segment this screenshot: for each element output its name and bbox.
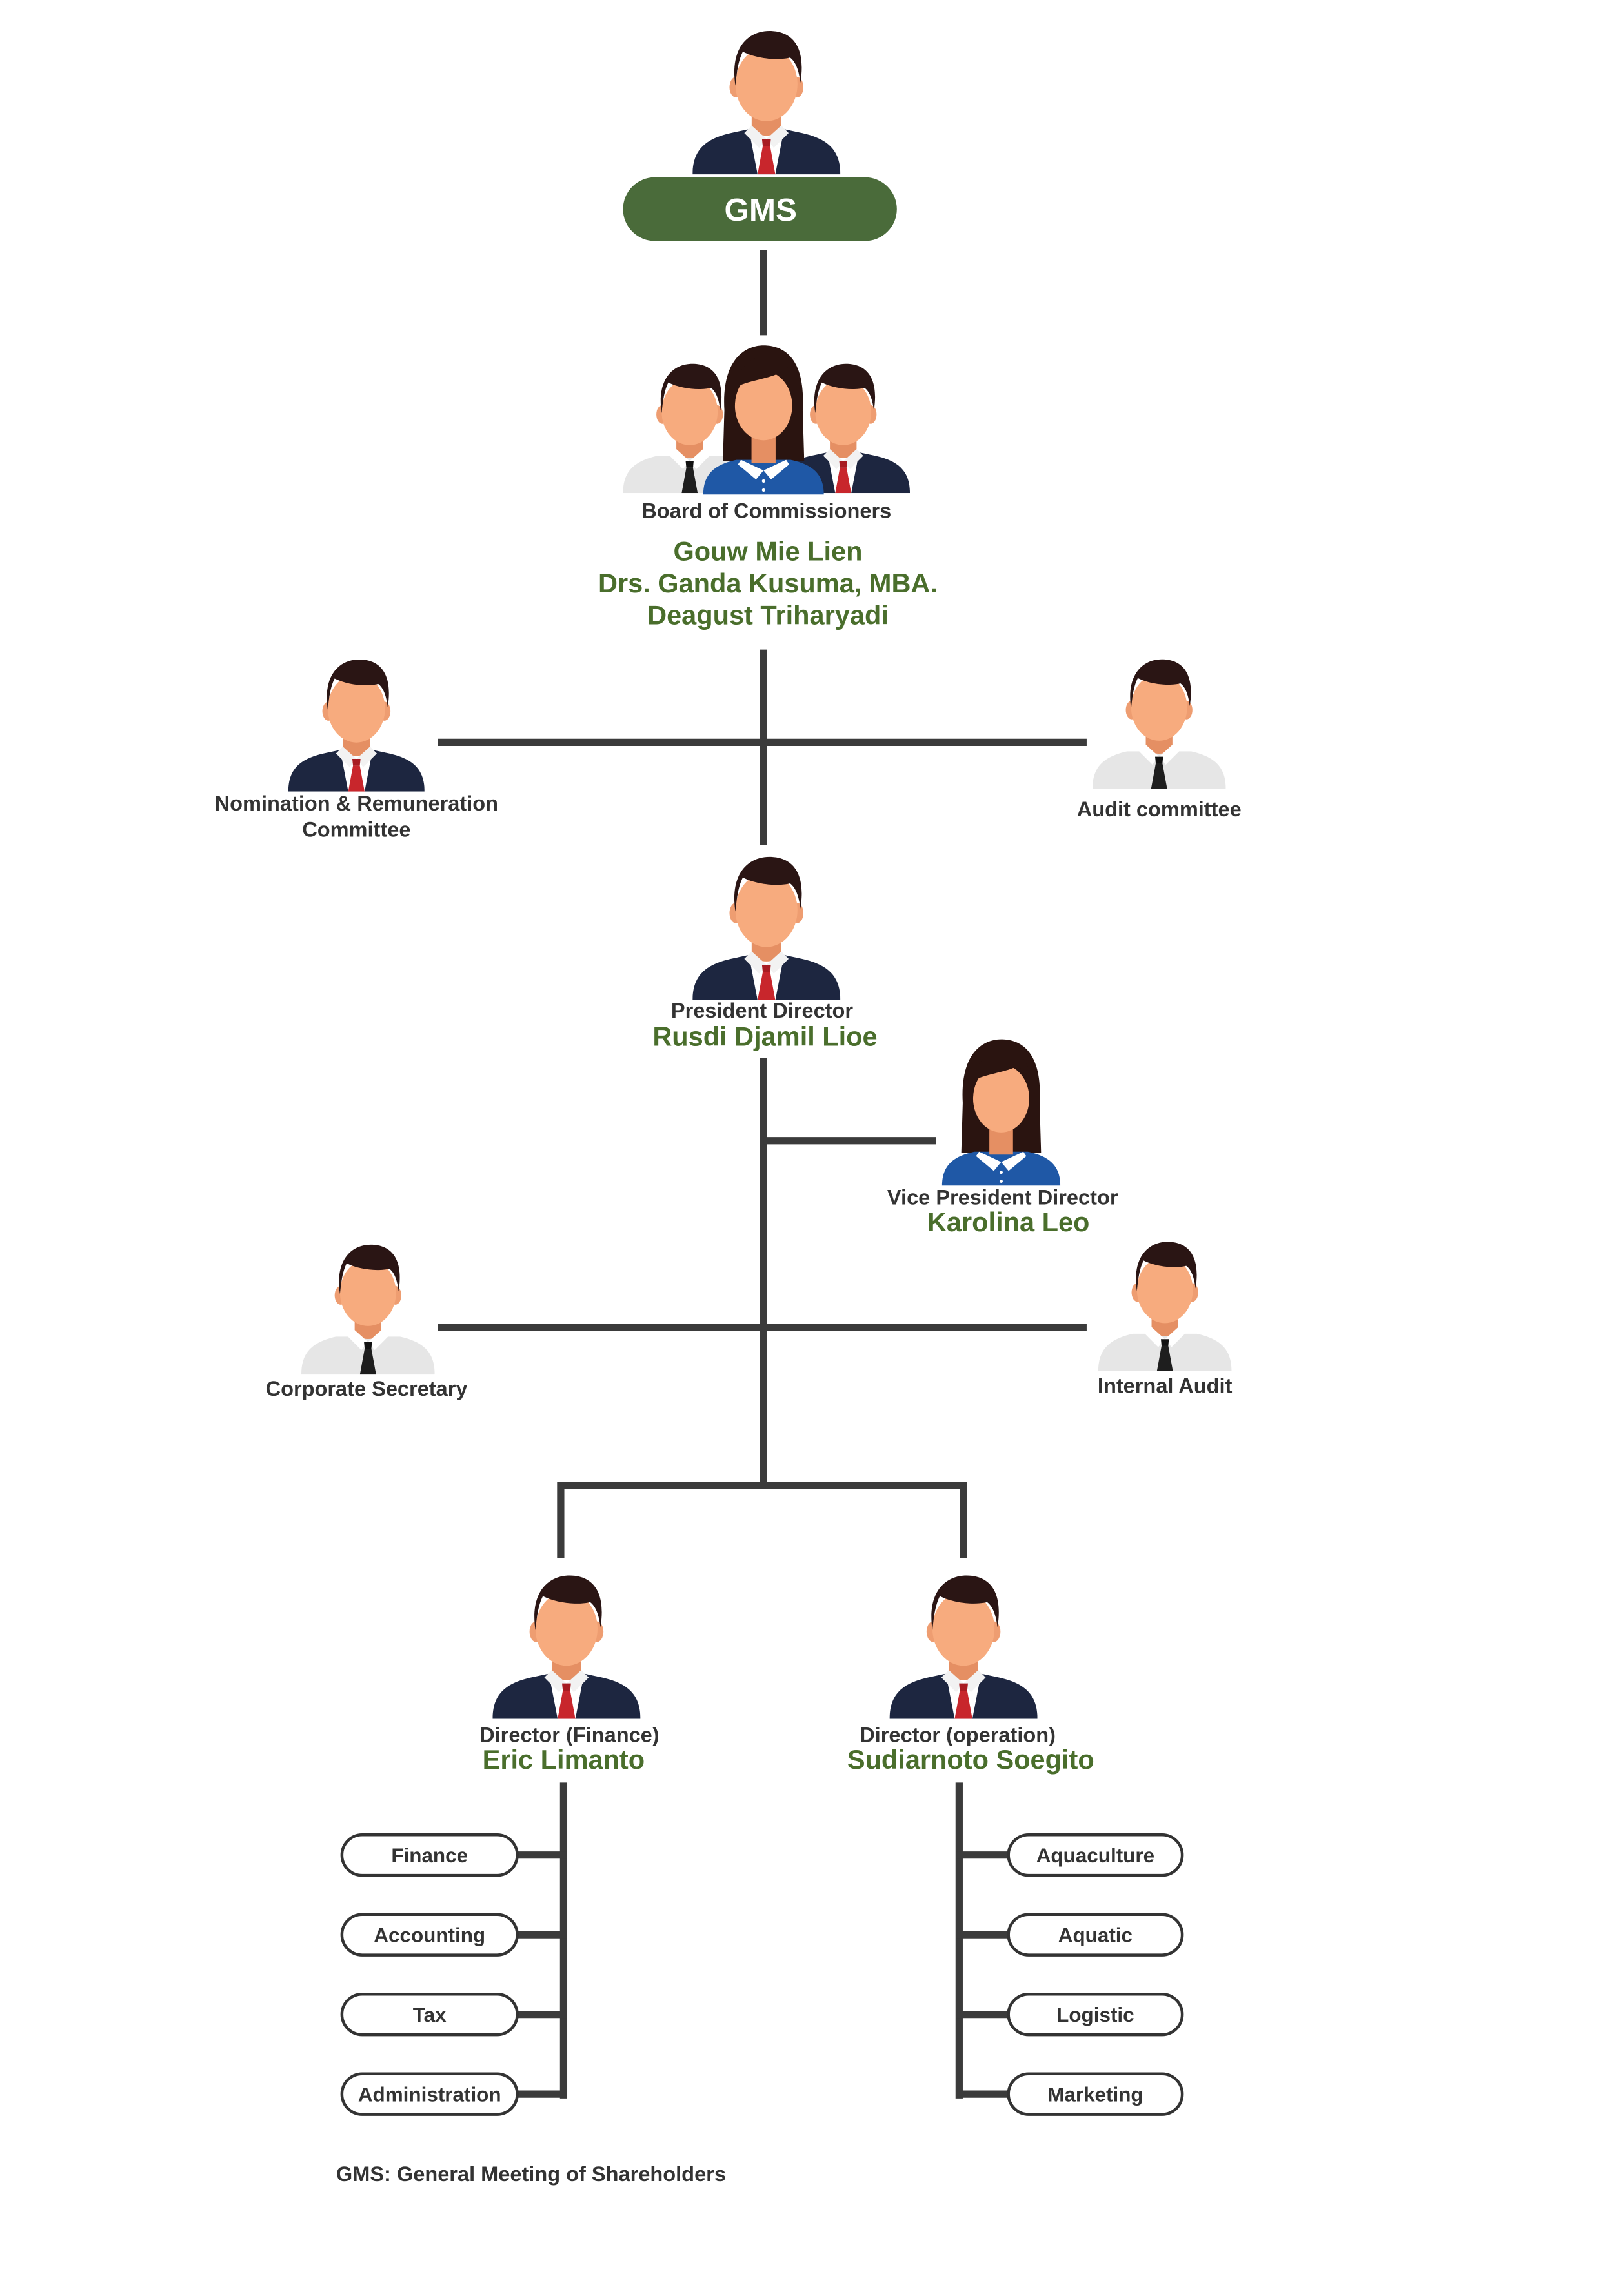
node-audit-committee: Audit committee	[1077, 659, 1242, 821]
department-pill-outline	[340, 1833, 519, 1877]
department-pill-outline	[340, 1913, 519, 1957]
person-suit-icon	[692, 856, 841, 1000]
department-pill-outline	[340, 2072, 519, 2116]
node-gms: GMS	[623, 31, 897, 241]
person-suit-icon	[692, 31, 841, 175]
corporate-secretary-title: Corporate Secretary	[266, 1377, 468, 1400]
department-label: Logistic	[1056, 2004, 1134, 2026]
woman-icon	[941, 1039, 1061, 1186]
president-director-name: Rusdi Djamil Lioe	[652, 1022, 877, 1052]
director-finance-title: Director (Finance)	[479, 1724, 660, 1747]
audit-committee-title: Audit committee	[1077, 798, 1242, 821]
node-director-finance: Director (Finance) Eric Limanto	[479, 1575, 660, 1775]
department-pill: Finance	[340, 1833, 519, 1877]
gms-label: GMS	[725, 192, 797, 228]
department-pill: Logistic	[1007, 1992, 1184, 2037]
footnote: GMS: General Meeting of Shareholders	[336, 2162, 726, 2186]
department-label: Aquatic	[1058, 1924, 1133, 1946]
person-suit-icon	[889, 1575, 1038, 1719]
group-of-three-people-icon	[623, 345, 911, 495]
department-pill-outline	[1007, 2072, 1184, 2116]
department-label: Accounting	[374, 1924, 485, 1946]
nomination-committee-title-line2: Committee	[302, 818, 410, 841]
vice-president-director-title: Vice President Director	[887, 1186, 1118, 1209]
president-director-title: President Director	[671, 999, 853, 1022]
node-corporate-secretary: Corporate Secretary	[266, 1244, 468, 1400]
department-pill-outline	[1007, 1992, 1184, 2037]
node-president-director: President Director Rusdi Djamil Lioe	[652, 856, 878, 1052]
department-label: Finance	[391, 1844, 468, 1867]
operation-departments-list: Aquaculture Aquatic Logistic Marketing	[1007, 1833, 1184, 2116]
person-suit-icon	[288, 659, 425, 792]
finance-departments-list: Finance Accounting Tax Administration	[340, 1833, 519, 2116]
connector-directors-branch	[557, 1482, 967, 1558]
board-title: Board of Commissioners	[641, 499, 891, 522]
department-pill-outline	[1007, 1833, 1184, 1877]
node-internal-audit: Internal Audit	[1098, 1242, 1233, 1397]
board-member-name: Deagust Triharyadi	[647, 599, 889, 630]
department-label: Tax	[413, 2004, 447, 2026]
department-pill: Accounting	[340, 1913, 519, 1957]
connectors	[438, 249, 1087, 2099]
department-pill: Tax	[340, 1992, 519, 2037]
gms-badge	[623, 177, 897, 241]
nomination-committee-title-line1: Nomination & Remuneration	[215, 792, 498, 815]
department-pill: Aquaculture	[1007, 1833, 1184, 1877]
director-finance-name: Eric Limanto	[483, 1744, 645, 1775]
department-label: Aquaculture	[1036, 1844, 1154, 1867]
director-operation-title: Director (operation)	[860, 1724, 1056, 1747]
board-member-name: Gouw Mie Lien	[674, 536, 863, 567]
director-operation-name: Sudiarnoto Soegito	[847, 1744, 1094, 1775]
node-vice-president-director: Vice President Director Karolina Leo	[887, 1039, 1118, 1237]
department-label: Administration	[358, 2083, 501, 2106]
person-suit-icon	[492, 1575, 641, 1719]
department-pill: Marketing	[1007, 2072, 1184, 2116]
vice-president-director-name: Karolina Leo	[927, 1207, 1089, 1237]
department-label: Marketing	[1047, 2083, 1143, 2106]
department-pill-outline	[340, 1992, 519, 2037]
internal-audit-title: Internal Audit	[1098, 1374, 1233, 1397]
department-pill: Administration	[340, 2072, 519, 2116]
node-nomination-remuneration-committee: Nomination & Remuneration Committee	[215, 659, 498, 841]
node-board-of-commissioners: Board of Commissioners Gouw Mie Lien Drs…	[598, 345, 938, 630]
person-shirt-icon	[301, 1244, 435, 1375]
node-director-operation: Director (operation) Sudiarnoto Soegito	[847, 1575, 1094, 1775]
department-pill-outline	[1007, 1913, 1184, 1957]
department-pill: Aquatic	[1007, 1913, 1184, 1957]
board-member-name: Drs. Ganda Kusuma, MBA.	[598, 568, 938, 598]
person-shirt-icon	[1098, 1242, 1232, 1371]
person-shirt-icon	[1092, 659, 1226, 789]
